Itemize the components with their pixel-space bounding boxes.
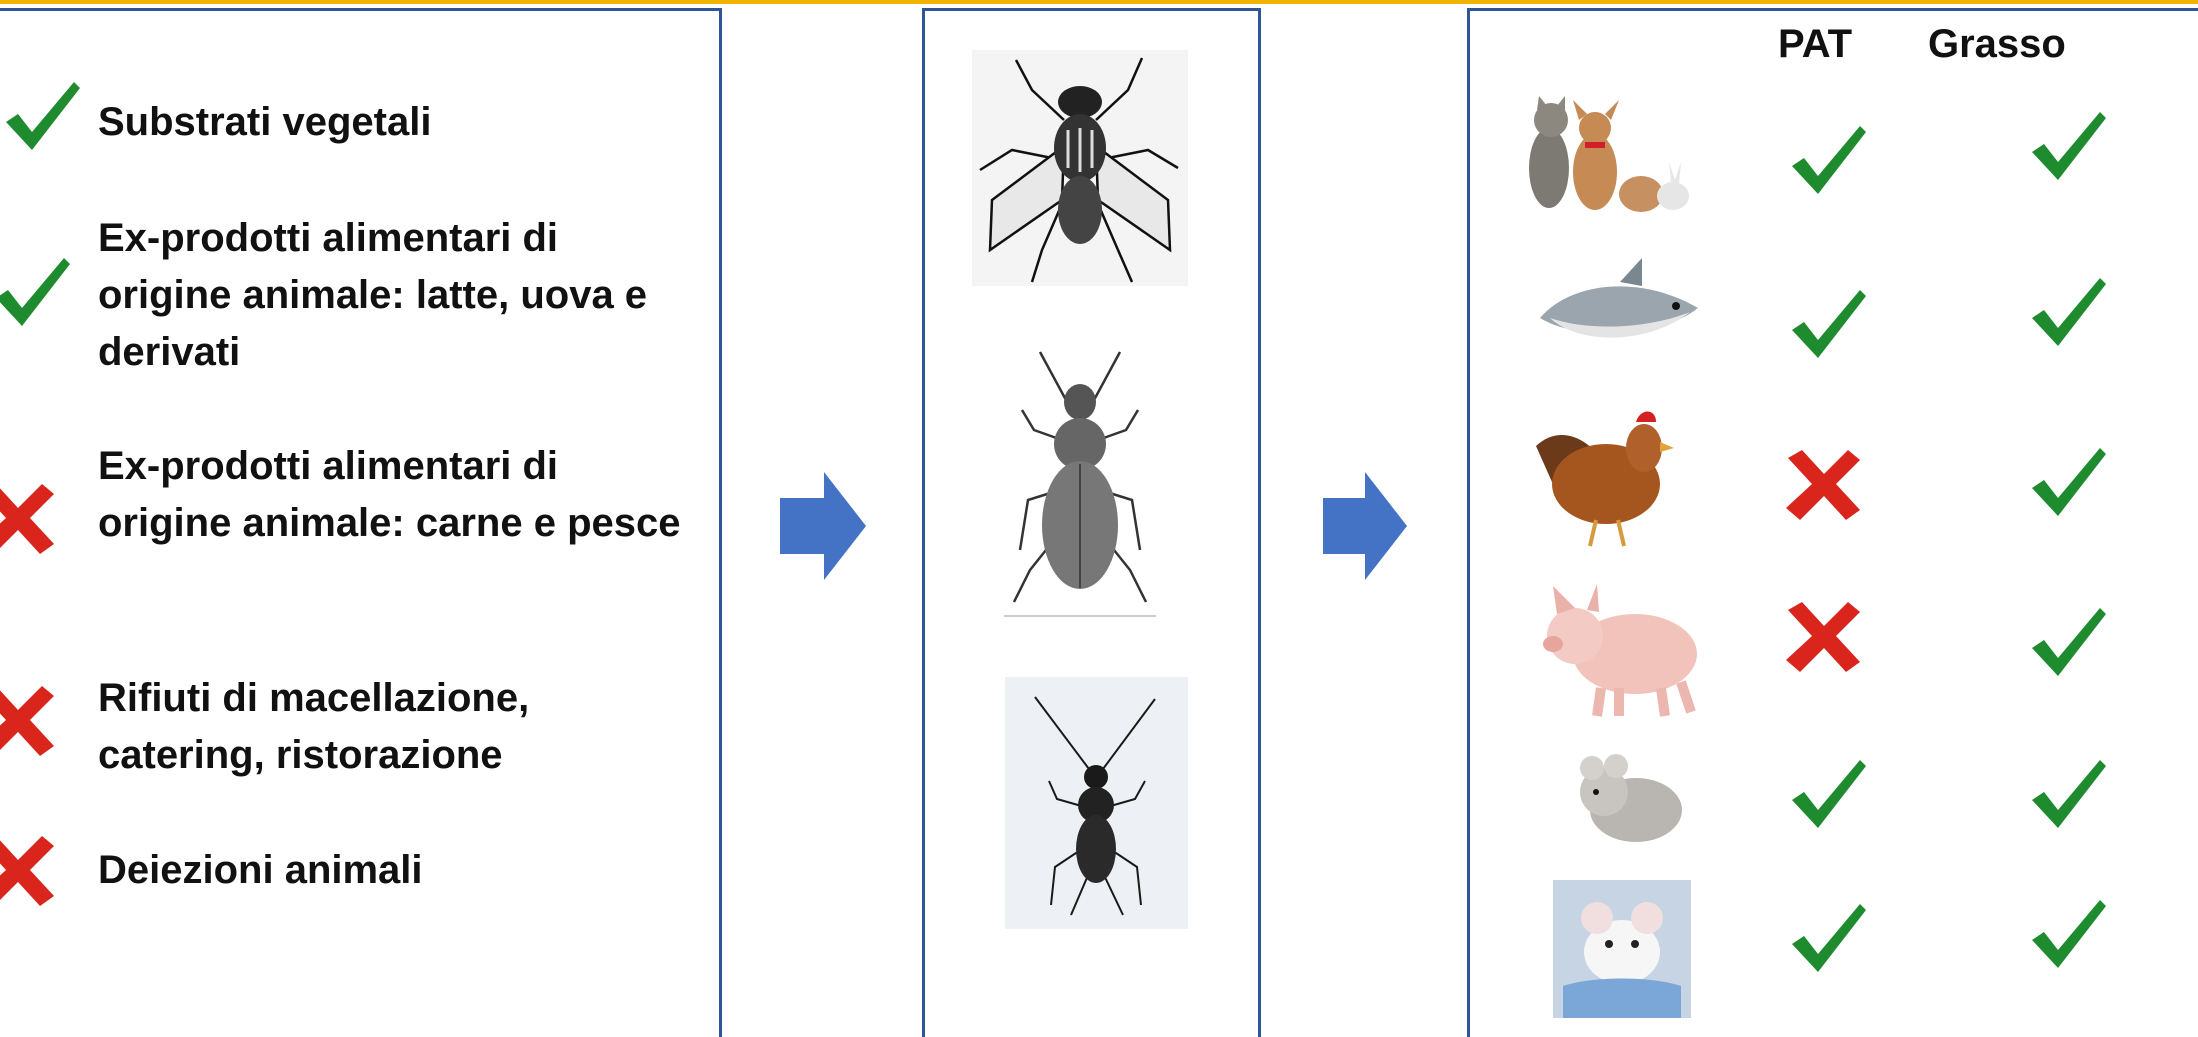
substrate-label: Ex-prodotti alimentari di origine animal… <box>98 210 698 381</box>
substrate-label: Deiezioni animali <box>98 842 698 899</box>
check-icon <box>2026 270 2110 350</box>
cross-icon <box>1778 596 1868 676</box>
arrow-right-icon <box>1323 472 1407 580</box>
arrow-right-icon <box>780 472 866 580</box>
check-icon <box>1786 118 1870 198</box>
check-icon <box>0 250 74 330</box>
pig-icon <box>1535 578 1710 718</box>
substrate-label: Substrati vegetali <box>98 94 698 151</box>
check-icon <box>0 74 84 154</box>
chinchilla-icon <box>1570 752 1685 848</box>
fly-icon <box>972 50 1188 286</box>
substrate-label: Ex-prodotti alimentari di origine animal… <box>98 438 698 552</box>
mouse-icon <box>1553 880 1691 1018</box>
cross-icon <box>1778 444 1868 524</box>
check-icon <box>1786 896 1870 976</box>
cricket-icon <box>1005 677 1188 929</box>
check-icon <box>2026 104 2110 184</box>
fish-icon <box>1530 252 1700 360</box>
cross-icon <box>0 830 62 910</box>
substrate-label: Rifiuti di macellazione, catering, risto… <box>98 670 698 784</box>
check-icon <box>2026 440 2110 520</box>
check-icon <box>1786 752 1870 832</box>
check-icon <box>2026 600 2110 680</box>
check-icon <box>2026 892 2110 972</box>
top-accent-line <box>0 0 2198 4</box>
beetle-icon <box>1000 350 1160 620</box>
column-header-grasso: Grasso <box>1928 22 2066 67</box>
pets-icon <box>1525 90 1705 214</box>
cross-icon <box>0 680 62 760</box>
cross-icon <box>0 478 62 558</box>
check-icon <box>2026 752 2110 832</box>
chicken-icon <box>1532 402 1682 550</box>
column-header-pat: PAT <box>1778 22 1852 67</box>
check-icon <box>1786 282 1870 362</box>
